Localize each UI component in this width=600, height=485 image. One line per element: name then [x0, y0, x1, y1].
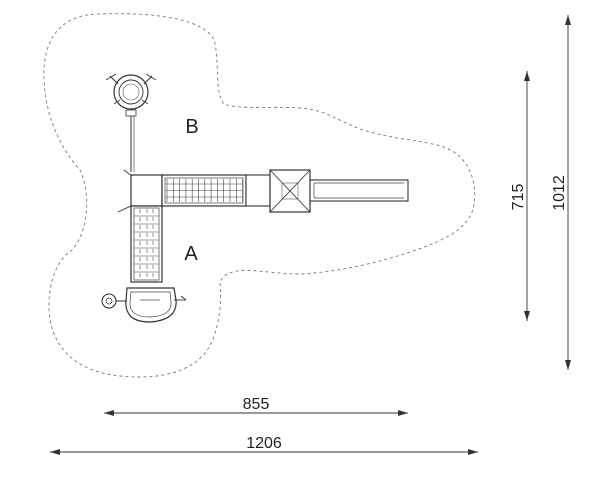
zone-b-label: B: [185, 116, 198, 138]
safety-zone-outline: [43, 13, 476, 378]
round-tower: [105, 73, 157, 110]
entry-platform: [125, 287, 187, 323]
steering-wheel: [101, 293, 127, 309]
dimension-inner-height: 715: [510, 71, 530, 321]
dimension-outer-height-label: 1012: [551, 175, 568, 211]
climbing-wall: [130, 205, 163, 283]
dimension-inner-height-label: 715: [510, 184, 527, 211]
dimension-outer-width-label: 1206: [246, 435, 282, 452]
square-tower: [245, 169, 311, 213]
dimension-inner-width: 855: [104, 396, 408, 416]
corner-deck: [117, 169, 163, 213]
zone-a-label: A: [184, 243, 198, 265]
dimension-outer-height: 1012: [551, 15, 571, 370]
dimension-inner-width-label: 855: [243, 396, 270, 413]
dimension-outer-width: 1206: [50, 435, 478, 455]
slide: [309, 179, 409, 202]
net-bridge: [161, 174, 247, 207]
connector-post: [125, 109, 137, 117]
